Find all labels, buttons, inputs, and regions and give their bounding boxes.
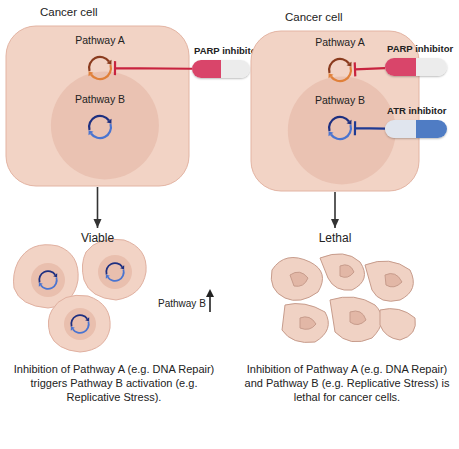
outcome-panel: Viable xyxy=(10,228,185,353)
drug-pill: PARP inhibitor xyxy=(385,58,447,76)
cycle-arrows xyxy=(85,53,115,83)
annotation-label: Pathway B xyxy=(158,298,206,309)
pathway-cycle: Pathway B xyxy=(85,112,115,142)
drug-label: PARP inhibitor xyxy=(387,43,453,54)
cycle-arrows xyxy=(325,55,355,85)
pathway-cycle: Pathway A xyxy=(85,53,115,83)
flow-arrow xyxy=(334,192,336,228)
cell-outline xyxy=(5,25,190,187)
cell-nucleus xyxy=(51,71,159,179)
caption-text: Inhibition of Pathway A (e.g. DNA Repair… xyxy=(5,362,223,404)
viable-cells xyxy=(14,239,147,352)
cell-nucleus xyxy=(288,76,396,184)
cell-membrane xyxy=(6,26,189,186)
pathway-label: Pathway A xyxy=(315,36,365,48)
drug-pill: ATR inhibitor xyxy=(385,120,447,138)
pathway-label: Pathway B xyxy=(315,94,365,106)
dead-cell-debris xyxy=(271,254,415,343)
cycle-arrows xyxy=(85,112,115,142)
cancer-cell: Cancer cellPathway APathway B xyxy=(5,25,190,187)
cell-heading: Cancer cell xyxy=(285,11,343,23)
drug-label: PARP inhibitor xyxy=(194,45,260,56)
pathway-cycle: Pathway B xyxy=(325,113,355,143)
outcome-label: Viable xyxy=(10,231,185,245)
drug-label: ATR inhibitor xyxy=(387,105,446,116)
pathway-label: Pathway B xyxy=(75,93,125,105)
flow-arrow xyxy=(97,187,99,228)
drug-pill: PARP inhibitor xyxy=(192,60,250,78)
cycle-arrows xyxy=(325,113,355,143)
cell-heading: Cancer cell xyxy=(40,6,98,18)
caption-text: Inhibition of Pathway A (e.g. DNA Repair… xyxy=(240,362,454,404)
pathway-label: Pathway A xyxy=(75,34,125,46)
outcome-label: Lethal xyxy=(250,231,420,245)
pathway-cycle: Pathway A xyxy=(325,55,355,85)
outcome-panel: Lethal xyxy=(250,228,420,353)
up-arrow xyxy=(206,289,214,312)
